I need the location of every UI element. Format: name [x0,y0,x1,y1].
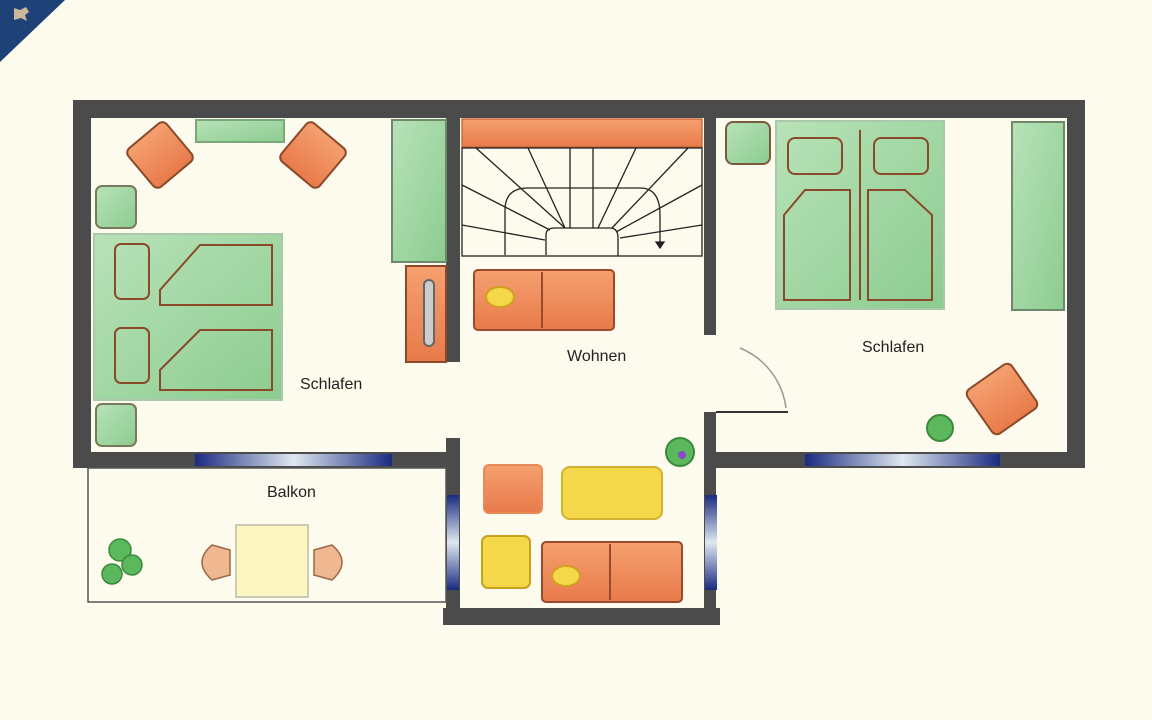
room-label-bedroom-right: Schlafen [862,339,925,356]
balcony-outline [87,467,447,603]
right-bedroom-furniture [725,120,1065,442]
left-bedroom-furniture [93,119,447,447]
balcony-furniture [101,524,343,598]
windows [195,454,1000,590]
room-label-bedroom-left: Schlafen [300,376,363,393]
logo [0,0,65,62]
room-label-living: Wohnen [567,348,627,365]
living-furniture [473,269,695,603]
staircase [461,118,703,257]
room-label-balcony: Balkon [267,484,316,501]
door [716,347,788,413]
